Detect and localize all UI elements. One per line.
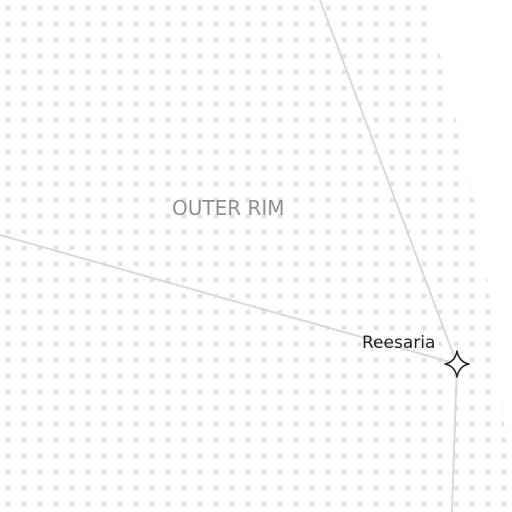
four-point-star-icon[interactable] (444, 350, 470, 378)
hyperlane-west (0, 234, 458, 365)
hyperlane-south (451, 363, 458, 512)
hyperlane-north (319, 0, 458, 365)
hyperlanes (0, 0, 458, 512)
planet-label-reesaria[interactable]: Reesaria (362, 333, 436, 353)
region-label-outer-rim: OUTER RIM (172, 196, 285, 220)
